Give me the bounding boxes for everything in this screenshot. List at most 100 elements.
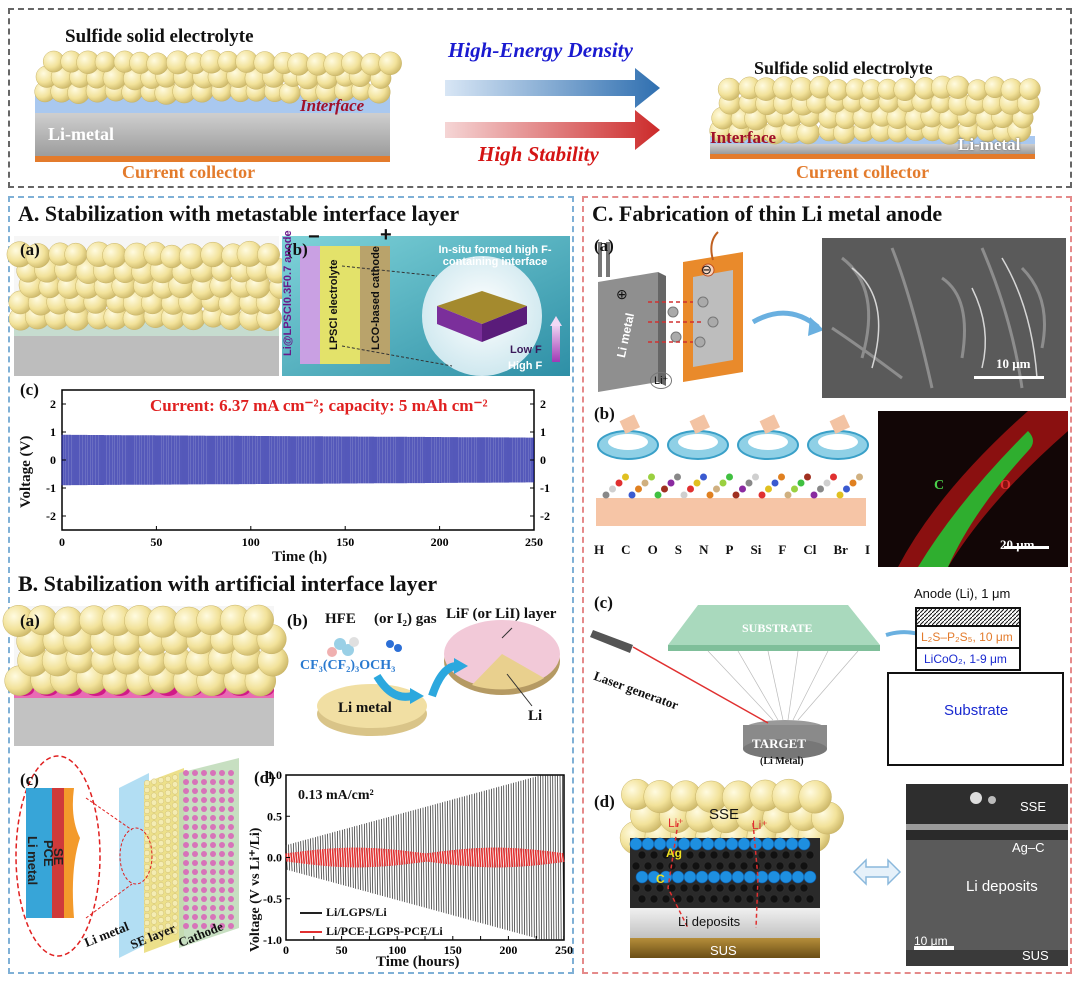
element-symbol-n: N [699,542,709,557]
overview-graphic [34,49,1041,162]
right-collector-label: Current collector [796,162,930,182]
y-tick-label--1: -1.0 [263,933,282,947]
b-d-legend: Li/LGPS/Li Li/PCE-LGPS-PCE/Li [300,905,443,939]
c-c-target-sub: (Li Metal) [760,756,804,767]
section-b-title: B. Stabilization with artificial interfa… [18,571,438,596]
a-b-caption: In-situ formed high F-containing interfa… [438,244,552,268]
element-symbol-f: F [778,542,787,557]
energy-label: High-Energy Density [448,38,633,62]
a-b-plus-sign: + [380,224,392,246]
b-b-label: (b) [287,611,308,630]
x-tick-label-50: 50 [336,943,348,957]
legend-swatch-red [300,930,322,933]
b-b-gas: (or I₂) gas [374,611,437,627]
right-electrolyte-label: Sulfide solid electrolyte [754,58,933,78]
b-b-limetal: Li metal [338,700,392,716]
b-b-hfe: HFE [325,611,356,627]
series-pce [285,847,565,868]
element-symbol-i: I [864,542,870,557]
legend-item-lgps: Li/LGPS/Li [300,905,443,920]
b-c-label: (c) [20,770,39,789]
c-d-sse: SSE [709,806,740,823]
c-a-plus-icon: ⊕ [616,286,628,302]
c-a-scale: 10 μm [996,356,1031,371]
y2-tick-label-1: 1 [540,425,546,439]
c-d-c: C [656,872,665,886]
a-c-xlabel: Time (h) [272,549,328,565]
c-b-scale: 20 μm [1000,537,1035,552]
x-tick-label-100: 100 [388,943,406,957]
c-d-li-ion-2: Li⁺ [752,818,768,832]
x-tick-label-150: 150 [336,535,354,549]
element-symbol-h: H [594,542,605,557]
a-c-note: Current: 6.37 mA cm⁻²; capacity: 5 mAh c… [150,396,488,415]
a-a-illustration [6,236,293,376]
b-c-pce-label: PCE [41,840,56,867]
c-b-label: (b) [594,404,615,423]
b-a-label: (a) [20,611,40,630]
left-electrolyte-label: Sulfide solid electrolyte [65,26,254,47]
c-d-sem-li: Li deposits [966,878,1038,895]
left-metal-label: Li-metal [48,124,114,144]
right-metal-layer [710,144,1035,154]
y-tick-label-0.5: 0.5 [267,809,282,823]
a-b-low-f: Low F [510,344,542,356]
c-d-sem-scale: 10 μm [914,934,948,948]
y-tick-label-0: 0 [50,453,56,467]
c-b-illustration [596,414,869,526]
y2-tick-label-0: 0 [540,453,546,467]
c-d-sem-sus: SUS [1022,948,1049,963]
c-d-sem-sse: SSE [1020,799,1047,814]
c-d-li-ion-1: Li⁺ [668,816,684,830]
stability-label: High Stability [478,142,599,166]
y-tick-label--1: -1 [46,481,56,495]
c-d-sem-agc: Ag–C [1012,840,1045,855]
c-c-layer-anode: Anode (Li), 1 μm [914,586,1011,601]
b-b-li: Li [528,708,543,724]
b-b-formula: CF₃(CF₂)₃OCH₃ [300,658,396,673]
a-c-voltage-series [61,434,534,486]
a-b-anode-label: Li@LPSCl0.3F0.7 anode [282,230,294,356]
right-electrolyte-spheres [709,75,1041,145]
c-c-target: TARGET [752,736,806,751]
y-tick-label--2: -2 [46,509,56,523]
section-c-panel [582,196,1072,974]
left-metal-layer [35,113,390,158]
c-c-substrate-plate: SUBSTRATE [742,621,813,635]
c-c-layer-cathode: LiCoO₂, 1-9 μm [924,652,1007,666]
double-arrow-icon [852,858,902,886]
a-c-label: (c) [20,380,39,399]
y-tick-label--0.5: -0.5 [263,892,282,906]
section-c-title: C. Fabrication of thin Li metal anode [592,201,943,226]
b-d-note: 0.13 mA/cm² [298,788,374,803]
c-b-eds-image [878,411,1068,567]
element-symbol-o: O [647,542,658,557]
c-d-sus: SUS [710,943,737,958]
a-c-ylabel: Voltage (V) [18,435,34,508]
a-b-illustration [282,236,570,376]
left-interface-layer [35,95,390,113]
a-b-cathode-label: LCO-based cathode [370,246,382,350]
c-a-label: (a) [594,236,614,255]
c-a-illustration [598,231,824,392]
right-collector-layer [710,154,1035,159]
x-tick-label-50: 50 [150,535,162,549]
left-electrolyte-spheres [34,49,402,105]
c-a-minus-icon: ⊖ [701,262,712,277]
x-tick-label-200: 200 [499,943,517,957]
a-b-electrolyte-label: LPSCl electrolyte [328,259,340,350]
x-tick-label-250: 250 [555,943,573,957]
c-a-li-ion: Li⁺ [650,372,673,389]
a-b-high-f: High F [508,360,543,372]
y-tick-label-2: 2 [50,397,56,411]
a-b-minus-sign: − [308,226,320,248]
left-collector-layer [35,156,390,162]
legend-item-pce: Li/PCE-LGPS-PCE/Li [300,924,443,939]
c-c-layer-electrolyte: L₂S–P₂S₅, 10 μm [921,630,1013,644]
c-b-o-map: O [1000,478,1011,493]
legend-text-pce: Li/PCE-LGPS-PCE/Li [326,924,443,938]
section-a-title: A. Stabilization with metastable interfa… [18,201,460,226]
x-tick-label-0: 0 [59,535,65,549]
